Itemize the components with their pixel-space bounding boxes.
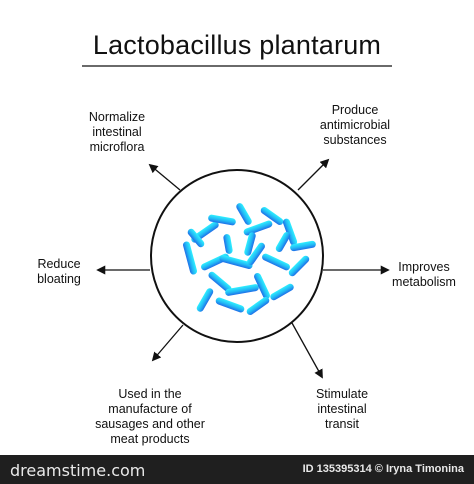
benefit-line: metabolism <box>392 275 456 289</box>
bacteria-cluster <box>183 203 316 315</box>
bacterium-rod <box>236 203 252 225</box>
microscope-view-circle <box>150 169 324 343</box>
arrows <box>96 158 390 379</box>
benefit-improves-metabolism: Improves metabolism <box>384 260 464 290</box>
bacterium-rod <box>262 253 290 271</box>
watermark-brand: dreamstime.com <box>10 461 146 480</box>
bacterium-rod <box>244 232 256 256</box>
bacterium-rod <box>187 228 205 248</box>
benefit-line: Stimulate <box>315 387 369 401</box>
bacterium-rod <box>215 297 245 313</box>
benefit-reduce-bloating: Reduce bloating <box>20 257 98 287</box>
bacterium-rod <box>219 255 253 269</box>
stock-footer-bar: dreamstime.com ID 135395314 © Iryna Timo… <box>0 455 474 484</box>
arrow-used <box>151 324 184 362</box>
benefit-line: intestinal <box>92 125 142 139</box>
bacterium-rod <box>223 234 233 254</box>
bacterium-rod <box>282 218 298 246</box>
bacterium-rod <box>288 255 310 277</box>
bacterium-rod <box>196 288 214 312</box>
benefit-line: transit <box>324 417 360 431</box>
benefit-line: microflora <box>89 140 145 154</box>
benefit-line: antimicrobial <box>319 118 391 132</box>
benefit-line: sausages and other <box>95 417 205 431</box>
benefit-line: Produce <box>331 103 379 117</box>
benefit-normalize-microflora: Normalize intestinal microflora <box>62 110 172 155</box>
bacterium-rod <box>183 241 197 275</box>
benefit-line: substances <box>323 133 387 147</box>
benefit-line: Normalize <box>88 110 146 124</box>
benefit-line: meat products <box>110 432 190 446</box>
bacterium-rod <box>247 242 265 266</box>
benefit-line: bloating <box>37 272 81 286</box>
benefit-line: Reduce <box>37 257 81 271</box>
image-credit: ID 135395314 © Iryna Timonina <box>302 463 464 475</box>
bacterium-rod <box>225 284 259 296</box>
benefit-line: Improves <box>398 260 450 274</box>
bacterium-rod <box>254 272 270 300</box>
bacterium-rod <box>270 283 294 301</box>
benefit-produce-antimicrobial: Produce antimicrobial substances <box>295 103 415 148</box>
bacterium-rod <box>243 220 273 236</box>
bacterium-rod <box>275 232 291 252</box>
arrow-produce <box>297 158 330 191</box>
benefit-line: manufacture of <box>108 402 192 416</box>
bacterium-rod <box>290 240 316 252</box>
benefit-line: intestinal <box>317 402 367 416</box>
bacterium-rod <box>208 214 236 226</box>
benefit-line: Used in the <box>118 387 182 401</box>
bacterium-rod <box>208 271 232 293</box>
arrow-stimulate <box>291 322 323 379</box>
bacterium-rod <box>246 297 270 315</box>
benefit-stimulate-transit: Stimulate intestinal transit <box>302 387 382 432</box>
arrow-normalize <box>148 163 181 191</box>
diagram-title: Lactobacillus plantarum <box>92 30 382 60</box>
benefit-used-in-manufacture: Used in the manufacture of sausages and … <box>88 387 212 447</box>
bacterium-rod <box>260 207 284 225</box>
